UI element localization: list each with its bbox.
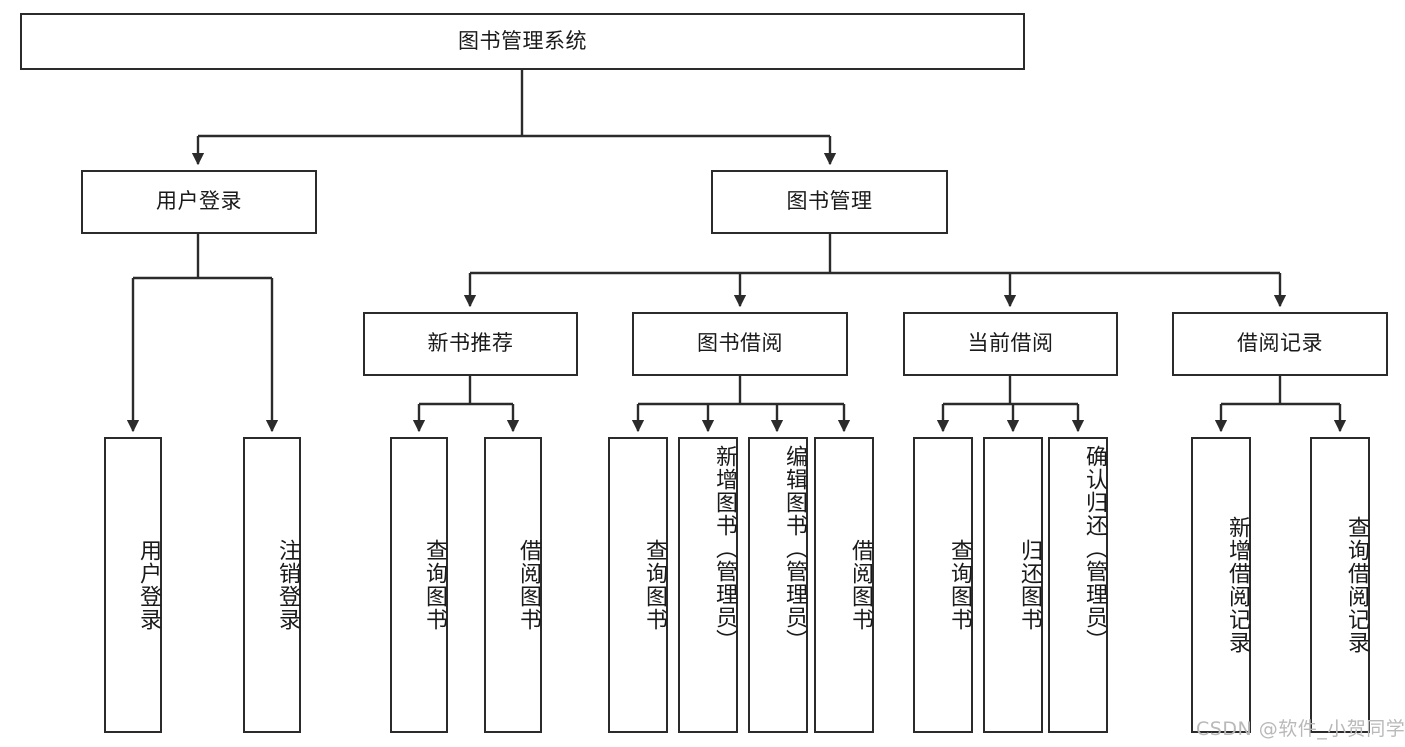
node-leaf-add-book-admin[interactable]: 新增图书（管理员） — [678, 437, 738, 733]
node-label: 图书管理 — [786, 189, 873, 214]
node-label: 新增借阅记录 — [1225, 516, 1250, 654]
node-label: 注销登录 — [275, 539, 300, 631]
node-label: 当前借阅 — [967, 331, 1054, 356]
node-new-book-recommend[interactable]: 新书推荐 — [363, 312, 578, 376]
node-leaf-add-borrow-record[interactable]: 新增借阅记录 — [1191, 437, 1251, 733]
node-label: 查询图书 — [947, 539, 972, 631]
node-label: 编辑图书（管理员） — [782, 445, 807, 652]
node-book-borrow[interactable]: 图书借阅 — [632, 312, 848, 376]
node-label: 确认归还（管理员） — [1082, 445, 1107, 652]
node-leaf-query-book[interactable]: 查询图书 — [608, 437, 668, 733]
node-label: 查询图书 — [642, 539, 667, 631]
node-leaf-user-login[interactable]: 用户登录 — [104, 437, 162, 733]
node-label: 归还图书 — [1017, 539, 1042, 631]
node-current-borrow[interactable]: 当前借阅 — [903, 312, 1118, 376]
node-leaf-query-book-recommend[interactable]: 查询图书 — [390, 437, 448, 733]
node-label: 查询借阅记录 — [1344, 516, 1369, 654]
node-book-management[interactable]: 图书管理 — [711, 170, 948, 234]
node-leaf-return-book[interactable]: 归还图书 — [983, 437, 1043, 733]
node-leaf-borrow-book-recommend[interactable]: 借阅图书 — [484, 437, 542, 733]
node-label: 借阅图书 — [516, 539, 541, 631]
node-label: 查询图书 — [422, 539, 447, 631]
node-leaf-confirm-return-admin[interactable]: 确认归还（管理员） — [1048, 437, 1108, 733]
node-leaf-query-borrow-record[interactable]: 查询借阅记录 — [1310, 437, 1370, 733]
node-leaf-query-book-current[interactable]: 查询图书 — [913, 437, 973, 733]
node-leaf-lend-book[interactable]: 借阅图书 — [814, 437, 874, 733]
node-label: 用户登录 — [136, 539, 161, 631]
node-leaf-user-logout[interactable]: 注销登录 — [243, 437, 301, 733]
node-leaf-edit-book-admin[interactable]: 编辑图书（管理员） — [748, 437, 808, 733]
node-label: 新书推荐 — [427, 331, 514, 356]
node-label: 用户登录 — [156, 189, 242, 214]
node-root-system[interactable]: 图书管理系统 — [20, 13, 1025, 70]
csdn-watermark: CSDN @软件_小贺同学 — [1196, 718, 1405, 740]
node-label: 借阅记录 — [1237, 331, 1323, 356]
node-borrow-record[interactable]: 借阅记录 — [1172, 312, 1388, 376]
node-user-login[interactable]: 用户登录 — [81, 170, 317, 234]
node-label: 图书管理系统 — [458, 28, 587, 53]
node-label: 图书借阅 — [697, 331, 783, 356]
node-label: 借阅图书 — [848, 539, 873, 631]
node-label: 新增图书（管理员） — [712, 445, 737, 652]
